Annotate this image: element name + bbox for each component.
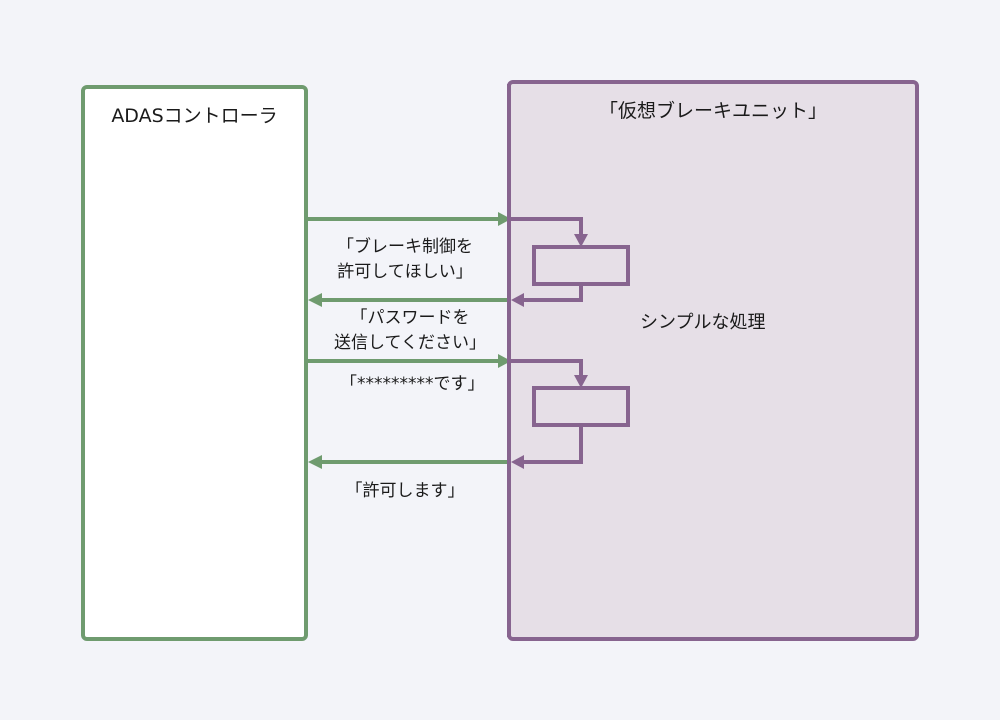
message-2-label: 「パスワードを 送信してください」 <box>330 306 490 356</box>
message-4-label: 「許可します」 <box>345 479 465 504</box>
adas-controller-title: ADASコントローラ <box>111 105 278 127</box>
message-1-line-1: 「ブレーキ制御を <box>337 237 473 257</box>
message-3-line-1: 「*********です」 <box>340 374 485 394</box>
simple-process-label: シンプルな処理 <box>640 312 766 333</box>
message-1-label: 「ブレーキ制御を 許可してほしい」 <box>330 235 480 285</box>
message-3-label: 「*********です」 <box>340 372 485 397</box>
process-box-1 <box>532 245 630 286</box>
process-box-2 <box>532 386 630 427</box>
virtual-brake-unit-title: 「仮想ブレーキユニット」 <box>598 100 827 122</box>
reply-arrow-2 <box>308 293 511 307</box>
message-1-line-2: 許可してほしい」 <box>337 262 473 282</box>
message-2-line-2: 送信してください」 <box>334 333 486 353</box>
message-2-line-1: 「パスワードを <box>350 308 470 328</box>
process-flow-2 <box>511 359 630 469</box>
adas-controller-lane: ADASコントローラ <box>81 85 308 641</box>
message-4-line-1: 「許可します」 <box>345 481 465 501</box>
request-arrow-1 <box>308 212 511 226</box>
request-arrow-3 <box>308 354 511 368</box>
process-flow-1 <box>511 217 630 307</box>
reply-arrow-4 <box>308 455 511 469</box>
